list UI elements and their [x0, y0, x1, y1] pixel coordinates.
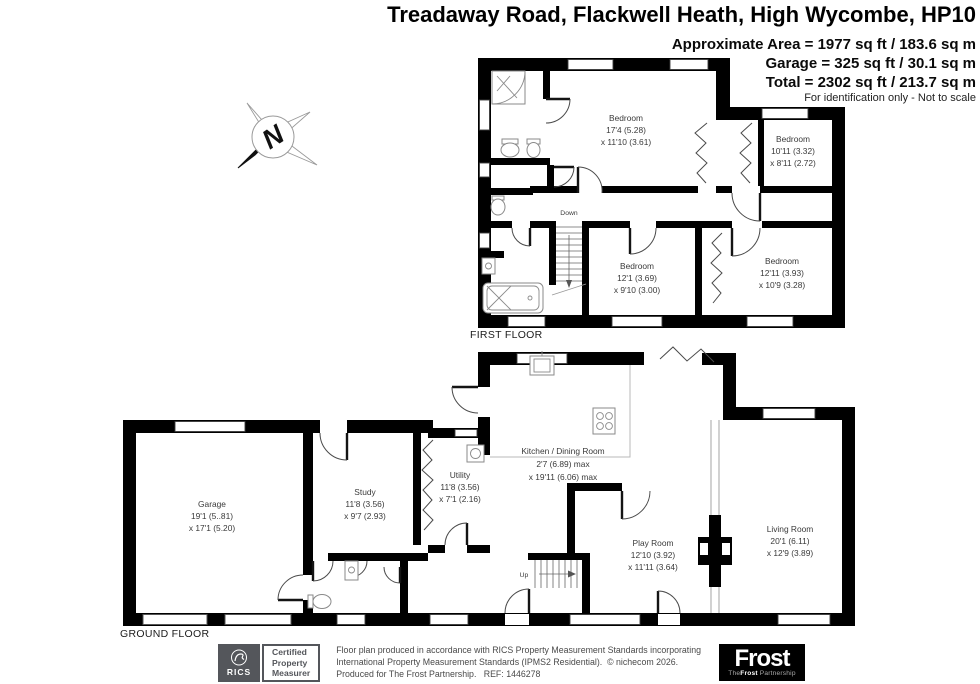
svg-text:11'8 (3.56): 11'8 (3.56): [345, 499, 384, 509]
garage-area: Garage = 325 sq ft / 30.1 sq m: [765, 55, 976, 72]
svg-text:x 7'1 (2.16): x 7'1 (2.16): [439, 494, 481, 504]
svg-text:x 11'10 (3.61): x 11'10 (3.61): [601, 137, 652, 147]
first-floor-plan: Bedroom 17'4 (5.28) x 11'10 (3.61) Bedro…: [478, 58, 845, 328]
svg-text:Utility: Utility: [450, 470, 471, 480]
approximate-area: Approximate Area = 1977 sq ft / 183.6 sq…: [671, 36, 976, 53]
svg-text:Bedroom: Bedroom: [776, 134, 810, 144]
ground-floor-stairs: [534, 560, 578, 588]
total-area: Total = 2302 sq ft / 213.7 sq m: [765, 74, 976, 91]
room-label-bedroom1: Bedroom 17'4 (5.28) x 11'10 (3.61): [601, 113, 652, 147]
rics-lion-icon: [231, 649, 247, 666]
svg-text:x 10'9 (3.28): x 10'9 (3.28): [759, 280, 806, 290]
first-floor-fixtures: [481, 70, 544, 314]
stairs-up-label: Up: [520, 572, 529, 579]
room-label-study: Study 11'8 (3.56) x 9'7 (2.93): [344, 487, 386, 521]
room-label-utility: Utility 11'8 (3.56) x 7'1 (2.16): [439, 470, 481, 504]
page-title: Treadaway Road, Flackwell Heath, High Wy…: [387, 2, 976, 27]
svg-text:x 12'9 (3.89): x 12'9 (3.89): [767, 548, 814, 558]
first-floor-windows: [479, 59, 809, 327]
svg-text:Study: Study: [354, 487, 376, 497]
svg-text:Play Room: Play Room: [633, 538, 674, 548]
svg-text:11'8 (3.56): 11'8 (3.56): [440, 482, 479, 492]
ground-floor-plan: Garage 19'1 (5..81) x 17'1 (5.20) Study …: [123, 346, 855, 626]
scale-disclaimer: For identification only - Not to scale: [804, 92, 976, 104]
rics-org-label: RICS: [226, 667, 252, 677]
rics-logo: RICS: [218, 644, 260, 682]
floor-break-line: [659, 346, 715, 363]
frost-wordmark: Frost: [734, 645, 791, 672]
svg-text:Bedroom: Bedroom: [609, 113, 643, 123]
stairs-down-label: Down: [560, 210, 578, 217]
svg-text:x 17'1 (5.20): x 17'1 (5.20): [189, 523, 236, 533]
svg-text:Living Room: Living Room: [767, 524, 814, 534]
first-floor-wardrobes: [694, 122, 753, 304]
svg-text:12'1 (3.69): 12'1 (3.69): [617, 273, 657, 283]
svg-text:10'11 (3.32): 10'11 (3.32): [771, 146, 815, 156]
room-label-kitchen: Kitchen / Dining Room 2'7 (6.89) max x 1…: [521, 446, 604, 482]
ground-floor-walls: [123, 352, 855, 626]
svg-text:20'1 (6.11): 20'1 (6.11): [770, 536, 809, 546]
first-floor-stairs: [551, 226, 587, 296]
first-floor-label: FIRST FLOOR: [470, 329, 543, 341]
footer-disclaimer: Floor plan produced in accordance with R…: [336, 645, 701, 680]
frost-tagline: TheFrost Partnership: [728, 670, 796, 677]
compass-icon: N: [237, 102, 318, 169]
room-label-bedroom3: Bedroom 12'1 (3.69) x 9'10 (3.00): [614, 261, 661, 295]
rics-cert-box: Certified Property Measurer: [262, 644, 321, 682]
first-floor-doors: [511, 97, 762, 257]
svg-text:Garage: Garage: [198, 499, 226, 509]
rics-badge: RICS Certified Property Measurer: [218, 644, 321, 682]
svg-text:Bedroom: Bedroom: [620, 261, 654, 271]
svg-text:17'4 (5.28): 17'4 (5.28): [606, 125, 646, 135]
svg-text:19'1 (5..81): 19'1 (5..81): [191, 511, 233, 521]
room-label-bedroom2: Bedroom 10'11 (3.32) x 8'11 (2.72): [770, 134, 816, 168]
ground-floor-doors: [277, 385, 681, 614]
svg-text:12'10 (3.92): 12'10 (3.92): [631, 550, 676, 560]
room-label-playroom: Play Room 12'10 (3.92) x 11'11 (3.64): [628, 538, 678, 572]
svg-text:2'7 (6.89) max: 2'7 (6.89) max: [536, 459, 590, 469]
frost-logo: Frost TheFrost Partnership: [719, 644, 805, 681]
chimney: [698, 420, 732, 613]
footer: RICS Certified Property Measurer Floor p…: [218, 644, 805, 682]
ground-floor-label: GROUND FLOOR: [120, 628, 210, 640]
area-summary: Approximate Area = 1977 sq ft / 183.6 sq…: [672, 35, 976, 92]
svg-text:x 9'10 (3.00): x 9'10 (3.00): [614, 285, 661, 295]
room-label-garage: Garage 19'1 (5..81) x 17'1 (5.20): [189, 499, 236, 533]
svg-text:Kitchen / Dining Room: Kitchen / Dining Room: [521, 446, 604, 456]
room-label-bedroom4: Bedroom 12'11 (3.93) x 10'9 (3.28): [759, 256, 806, 290]
room-label-living: Living Room 20'1 (6.11) x 12'9 (3.89): [767, 524, 814, 558]
svg-text:12'11 (3.93): 12'11 (3.93): [760, 268, 804, 278]
svg-text:Bedroom: Bedroom: [765, 256, 799, 266]
svg-text:x 19'11 (6.06) max: x 19'11 (6.06) max: [529, 472, 598, 482]
svg-text:x 9'7 (2.93): x 9'7 (2.93): [344, 511, 386, 521]
svg-text:x 8'11 (2.72): x 8'11 (2.72): [770, 158, 816, 168]
ground-floor-fixtures: [307, 351, 631, 609]
ground-floor-wardrobe: [421, 439, 434, 531]
svg-text:x 11'11 (3.64): x 11'11 (3.64): [628, 562, 678, 572]
